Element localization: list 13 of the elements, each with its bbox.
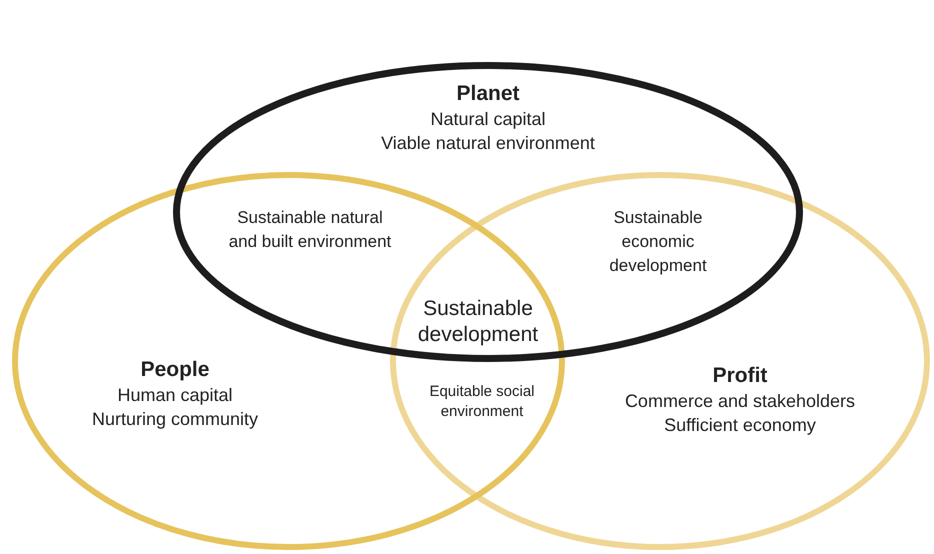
set-description: Natural capital [429, 108, 547, 130]
set-title: People [140, 358, 210, 382]
set-description: Nurturing community [90, 408, 260, 430]
region-label: Equitable social environment [428, 382, 536, 422]
region-label: Sustainable economic development [608, 207, 708, 277]
set-description: Viable natural environment [380, 132, 596, 154]
set-title: Profit [712, 364, 768, 388]
region-label: Sustainable natural and built environment [228, 207, 392, 253]
set-description: Sufficient economy [663, 414, 817, 436]
region-label: Sustainable development [416, 296, 540, 348]
set-description: Commerce and stakeholders [624, 390, 856, 412]
set-description: Human capital [116, 384, 234, 406]
set-title: Planet [455, 82, 521, 106]
